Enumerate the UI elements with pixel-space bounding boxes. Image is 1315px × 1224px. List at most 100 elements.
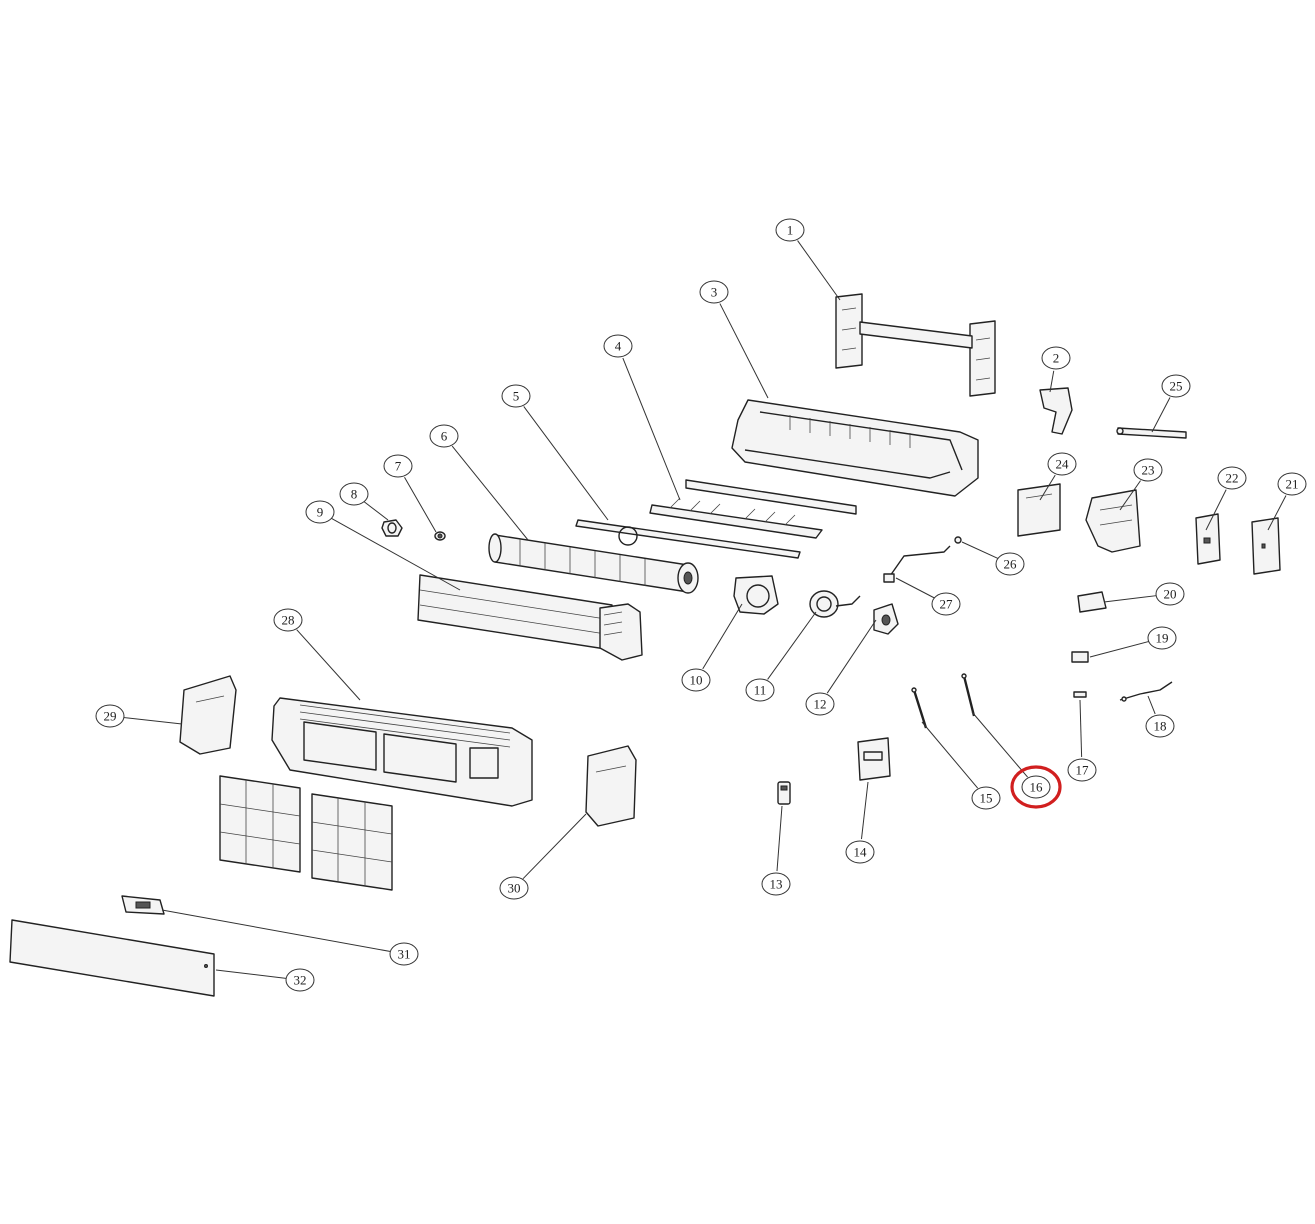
part-6-crossflow-fan [488, 533, 699, 594]
leader-line-28 [296, 629, 361, 701]
callout-label-17: 17 [1076, 763, 1090, 778]
callout-circle-25 [1161, 374, 1191, 398]
callout-label-14: 14 [854, 845, 868, 860]
callout-label-16: 16 [1030, 780, 1044, 795]
callout-label-27: 27 [940, 597, 954, 612]
callout-circle-24 [1047, 452, 1077, 476]
part-29-left-cover [179, 675, 237, 755]
part-15-pipe-sensor [911, 687, 928, 729]
part-7-bearing [434, 531, 446, 541]
part-21-cover-plate [1251, 517, 1281, 575]
callout-label-28: 28 [282, 613, 295, 628]
callout-label-19: 19 [1156, 631, 1169, 646]
filter-right [311, 793, 393, 891]
leader-line-1 [797, 240, 841, 301]
callout-label-22: 22 [1226, 471, 1239, 486]
part-31-display-board [121, 895, 165, 915]
part-16-room-sensor [961, 673, 976, 717]
part-2-bracket [1039, 387, 1073, 435]
callout-circle-5 [501, 384, 531, 408]
part-4-louver-assembly [649, 479, 857, 539]
leader-line-20 [1103, 595, 1158, 603]
part-9-evaporator [417, 574, 643, 661]
callout-circle-30 [499, 876, 529, 900]
leader-line-25 [1151, 397, 1171, 433]
callout-circle-23 [1133, 458, 1163, 482]
callout-label-1: 1 [787, 223, 794, 238]
callout-circle-14 [845, 840, 875, 864]
callout-circle-28 [273, 608, 303, 632]
part-10-motor-bracket [733, 575, 779, 615]
part-12-motor-clamp [873, 603, 899, 635]
callout-circle-31 [389, 942, 419, 966]
callout-layer: 1234567891011121314151617181920212223242… [95, 218, 1307, 992]
callout-label-30: 30 [508, 881, 521, 896]
part-25-temp-sensor [1116, 427, 1187, 439]
leader-line-13 [776, 805, 783, 872]
callout-label-23: 23 [1142, 463, 1155, 478]
callout-label-8: 8 [351, 487, 358, 502]
callout-label-12: 12 [814, 697, 827, 712]
callout-circle-2 [1041, 346, 1071, 370]
leader-line-32 [215, 969, 288, 979]
callout-label-10: 10 [690, 673, 703, 688]
callout-circle-10 [681, 668, 711, 692]
leader-line-6 [451, 445, 529, 541]
leader-line-21 [1267, 495, 1287, 531]
leader-line-15 [921, 721, 979, 789]
leader-line-18 [1147, 695, 1156, 715]
leader-line-2 [1049, 370, 1055, 393]
highlight-ring [1010, 765, 1062, 809]
part-23-electric-box [1085, 489, 1141, 553]
callout-label-18: 18 [1154, 719, 1167, 734]
leader-line-23 [1119, 480, 1141, 511]
leader-line-14 [860, 781, 869, 840]
callout-label-13: 13 [770, 877, 783, 892]
callout-label-2: 2 [1053, 351, 1060, 366]
part-27-sensor-harness [883, 545, 951, 583]
leader-line-7 [404, 477, 437, 533]
leader-line-8 [364, 501, 389, 521]
leader-line-16 [971, 711, 1028, 778]
callout-circle-21 [1277, 472, 1307, 496]
callout-circle-17 [1067, 758, 1097, 782]
callout-circle-27 [931, 592, 961, 616]
callout-circle-32 [285, 968, 315, 992]
callout-circle-16 [1021, 775, 1051, 799]
leader-line-3 [719, 303, 769, 399]
callout-label-5: 5 [513, 389, 520, 404]
callout-circle-6 [429, 424, 459, 448]
callout-label-3: 3 [711, 285, 718, 300]
callout-circle-29 [95, 704, 125, 728]
leader-line-22 [1205, 489, 1227, 531]
callout-label-9: 9 [317, 505, 324, 520]
callout-circle-3 [699, 280, 729, 304]
leader-line-4 [622, 357, 681, 501]
filter-left [219, 775, 301, 873]
callout-label-31: 31 [398, 947, 411, 962]
leader-line-30 [522, 813, 587, 880]
callout-label-20: 20 [1164, 587, 1177, 602]
callout-label-21: 21 [1286, 477, 1299, 492]
callout-label-11: 11 [754, 683, 767, 698]
part-28-front-panel [271, 697, 533, 807]
part-20-terminal-block [1077, 591, 1107, 613]
callout-circle-20 [1155, 582, 1185, 606]
part-30-right-cover [585, 745, 637, 827]
part-22-pcb [1195, 513, 1221, 565]
leader-line-9 [331, 517, 461, 591]
leader-line-5 [523, 406, 609, 521]
callout-label-24: 24 [1056, 457, 1070, 472]
callout-circle-22 [1217, 466, 1247, 490]
callout-label-26: 26 [1004, 557, 1018, 572]
part-3-chassis [731, 399, 979, 497]
callout-label-32: 32 [294, 973, 307, 988]
callout-circle-9 [305, 500, 335, 524]
part-14-wired-controller [857, 737, 891, 781]
part-24-electric-box-cover [1017, 483, 1061, 537]
part-5-swing-rod [575, 519, 801, 559]
callout-label-29: 29 [104, 709, 117, 724]
callout-circle-1 [775, 218, 805, 242]
part-26-screw [954, 536, 962, 544]
part-11-fan-motor [809, 590, 861, 618]
